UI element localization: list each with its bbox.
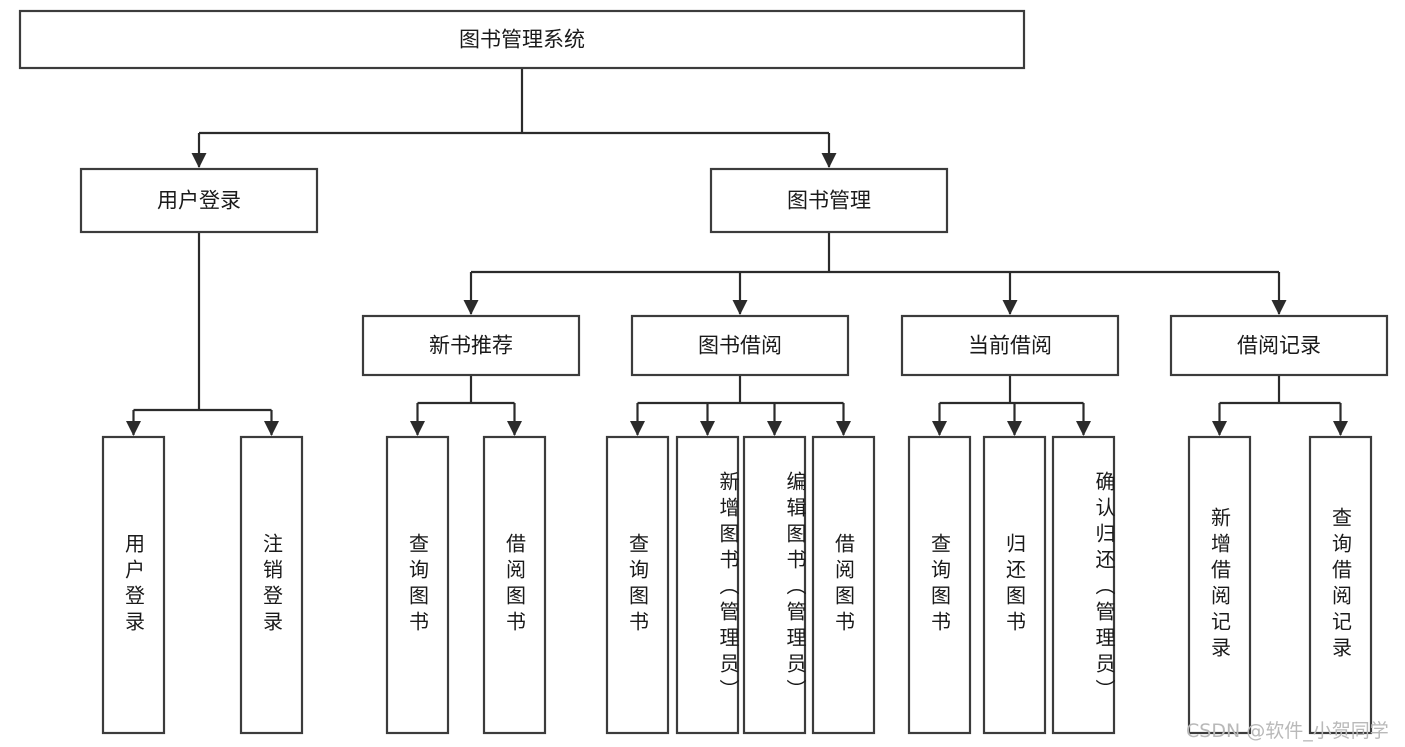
leaf-node-leaf-user-login-box[interactable] [101, 435, 166, 735]
arrow-head-icon [821, 153, 837, 168]
level2-node-current-borrow-label: 当前借阅 [968, 334, 1052, 358]
arrow-head-icon [767, 421, 782, 436]
level2-node-borrow-record-label: 借阅记录 [1237, 334, 1321, 358]
level1-node-user-login-label: 用户登录 [157, 189, 241, 213]
level2-node-book-borrow-label: 图书借阅 [698, 334, 782, 358]
level2-node-new-book-rec-box[interactable] [361, 314, 581, 377]
arrow-head-icon [463, 300, 479, 315]
arrow-head-icon [1333, 421, 1348, 436]
arrow-head-icon [1212, 421, 1227, 436]
level2-node-new-book-rec-label: 新书推荐 [429, 334, 513, 358]
leaf-node-leaf-query-book-1-box[interactable] [385, 435, 450, 735]
arrow-head-icon [630, 421, 645, 436]
leaf-node-leaf-add-book-box[interactable] [675, 435, 740, 735]
leaf-node-leaf-borrow-book-2-box[interactable] [811, 435, 876, 735]
level2-node-book-borrow-box[interactable] [630, 314, 850, 377]
connector-layer [126, 68, 1348, 436]
leaf-node-leaf-query-record-box[interactable] [1308, 435, 1373, 735]
level2-node-current-borrow-box[interactable] [900, 314, 1120, 377]
arrow-head-icon [126, 421, 141, 436]
arrow-head-icon [732, 300, 748, 315]
leaf-node-leaf-query-book-2-box[interactable] [605, 435, 670, 735]
arrow-head-icon [1007, 421, 1022, 436]
leaf-node-leaf-confirm-return-box[interactable] [1051, 435, 1116, 735]
leaf-node-leaf-edit-book-box[interactable] [742, 435, 807, 735]
level2-node-borrow-record-box[interactable] [1169, 314, 1389, 377]
arrow-head-icon [507, 421, 522, 436]
root-node-label: 图书管理系统 [459, 28, 585, 52]
arrow-head-icon [700, 421, 715, 436]
leaf-node-leaf-add-record-box[interactable] [1187, 435, 1252, 735]
arrow-head-icon [1076, 421, 1091, 436]
arrow-head-icon [410, 421, 425, 436]
leaf-node-leaf-return-book-box[interactable] [982, 435, 1047, 735]
arrow-head-icon [836, 421, 851, 436]
leaf-node-leaf-user-logout-box[interactable] [239, 435, 304, 735]
level1-node-book-manage-box[interactable] [709, 167, 949, 234]
arrow-head-icon [264, 421, 279, 436]
arrow-head-icon [1271, 300, 1287, 315]
level1-node-user-login-box[interactable] [79, 167, 319, 234]
leaf-node-leaf-borrow-book-1-box[interactable] [482, 435, 547, 735]
arrow-head-icon [1002, 300, 1018, 315]
arrow-head-icon [191, 153, 207, 168]
level1-node-book-manage-label: 图书管理 [787, 189, 871, 213]
arrow-head-icon [932, 421, 947, 436]
leaf-node-leaf-query-book-3-box[interactable] [907, 435, 972, 735]
root-node-box[interactable] [18, 9, 1026, 70]
